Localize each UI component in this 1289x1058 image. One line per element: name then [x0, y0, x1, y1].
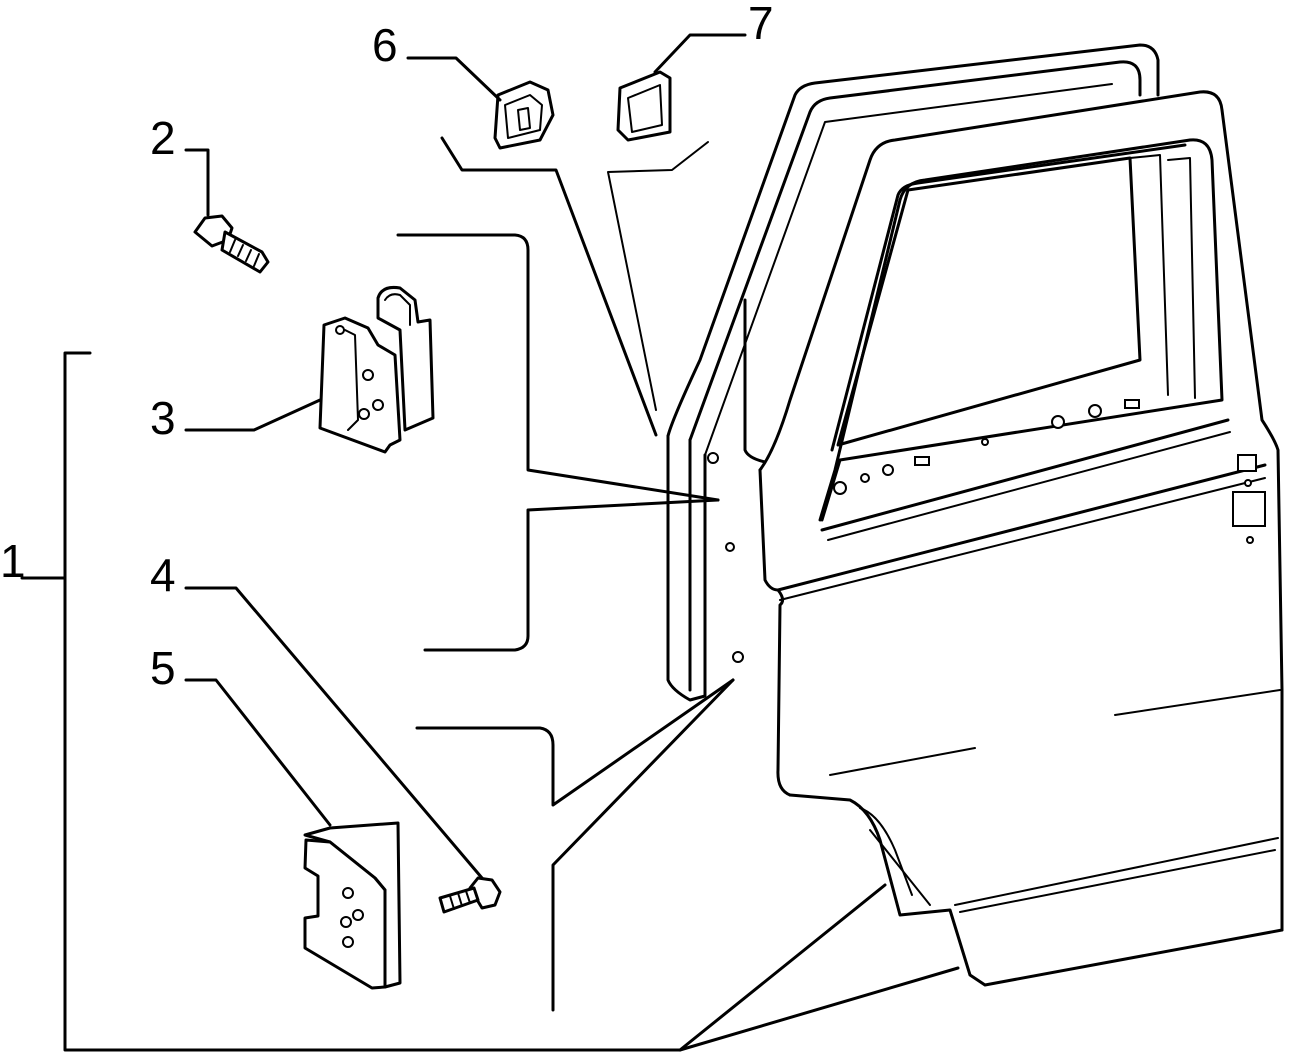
part-5-hinge-plate	[303, 821, 402, 990]
callout-6: 6	[372, 19, 398, 71]
part-3-hinge	[318, 286, 435, 454]
callout-3: 3	[150, 392, 176, 444]
part-6-clip	[493, 80, 555, 150]
callout-4: 4	[150, 549, 176, 601]
door-panel	[666, 43, 1284, 987]
leader-lines	[20, 33, 960, 1052]
callout-2: 2	[150, 112, 176, 164]
callout-1: 1	[0, 535, 26, 587]
part-4-bolt	[438, 876, 502, 914]
part-7-grommet	[616, 70, 672, 142]
callout-5: 5	[150, 642, 176, 694]
callout-7: 7	[748, 0, 774, 49]
part-2-bolt	[193, 214, 270, 274]
